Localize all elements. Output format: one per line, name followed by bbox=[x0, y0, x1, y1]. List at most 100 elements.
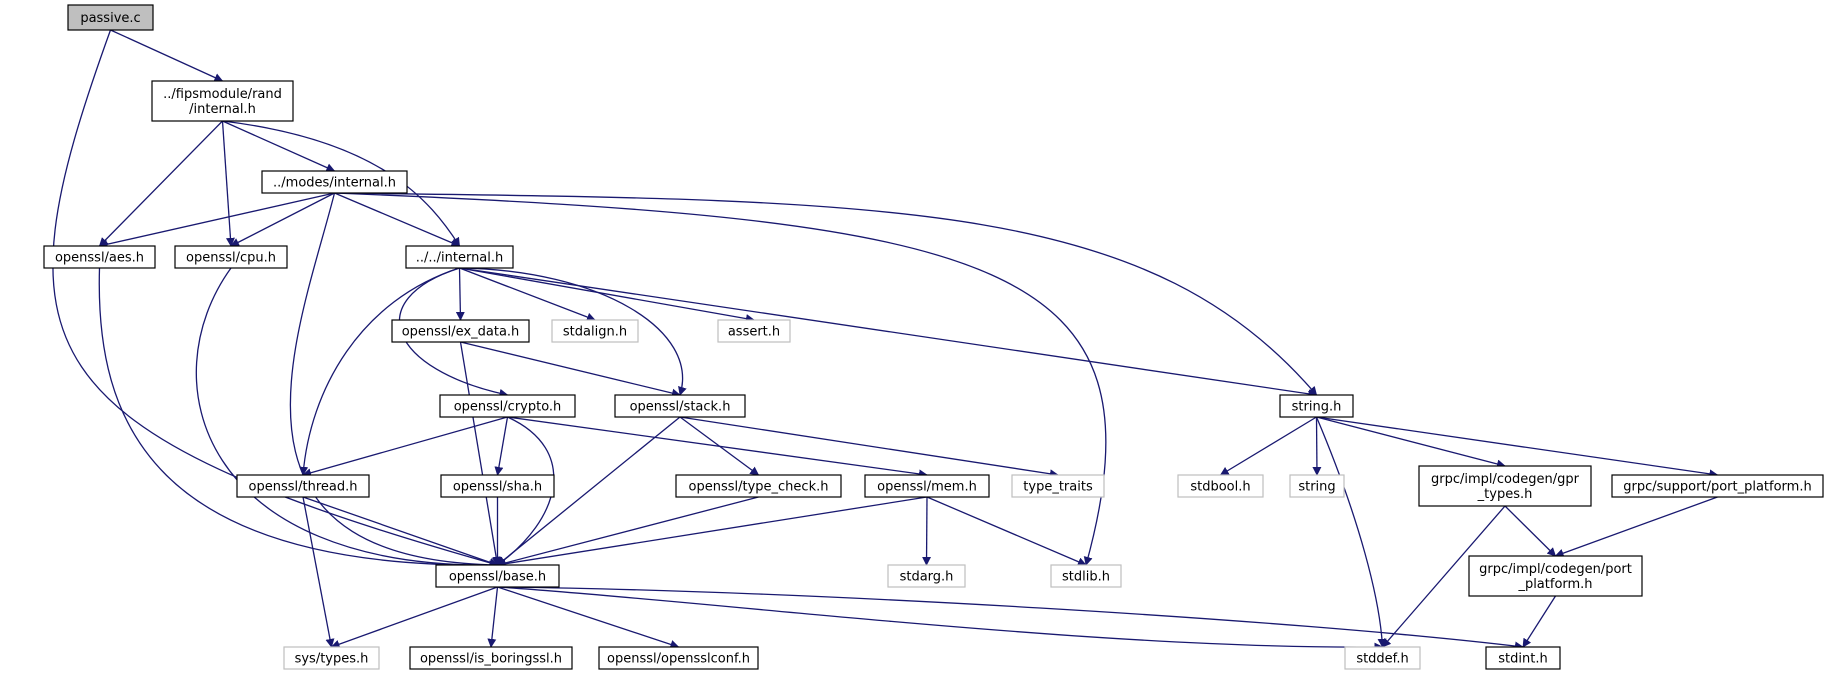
node-label: openssl/base.h bbox=[449, 570, 546, 585]
edge-modes_internal-to-stdlib_h bbox=[334, 192, 1107, 566]
node-box bbox=[435, 564, 560, 588]
edge-modes_internal-to-aes_h bbox=[98, 192, 335, 249]
edge-base_h-to-stdint_h bbox=[497, 586, 1524, 651]
node-ex-data-h[interactable]: openssl/ex_data.h bbox=[391, 319, 530, 343]
edge-base_h-to-is_boringssl_h bbox=[487, 586, 499, 648]
edge-crypto_h-to-mem_h bbox=[507, 416, 928, 479]
node-label: openssl/sha.h bbox=[453, 480, 542, 495]
edge-fips_rand_internal-to-modes_internal bbox=[222, 120, 336, 172]
edge-string_h-to-string bbox=[1312, 416, 1322, 476]
edge-modes_internal-to-string_h bbox=[334, 192, 1318, 396]
node-label: openssl/mem.h bbox=[877, 480, 977, 495]
node-passive-c[interactable]: passive.c bbox=[67, 4, 154, 31]
node-label: stdbool.h bbox=[1190, 480, 1250, 495]
node-box bbox=[864, 474, 990, 498]
edge-port_platform_codegen-to-stdint_h bbox=[1522, 595, 1557, 648]
node-box bbox=[1418, 465, 1592, 507]
edge-crypto_h-to-thread_h bbox=[302, 416, 508, 478]
node-label: stdarg.h bbox=[900, 570, 954, 585]
node-port-platform-codegen[interactable]: grpc/impl/codegen/port_platform.h bbox=[1468, 555, 1643, 597]
node-modes-internal[interactable]: ../modes/internal.h bbox=[261, 170, 408, 194]
node-box bbox=[1011, 474, 1105, 498]
node-string-h[interactable]: string.h bbox=[1279, 394, 1354, 418]
node-box bbox=[614, 394, 746, 418]
node-box bbox=[151, 80, 294, 122]
node-sha-h[interactable]: openssl/sha.h bbox=[440, 474, 555, 498]
node-label: openssl/type_check.h bbox=[689, 480, 829, 495]
node-opensslconf-h[interactable]: openssl/opensslconf.h bbox=[598, 646, 759, 670]
node-type-check-h[interactable]: openssl/type_check.h bbox=[675, 474, 842, 498]
edge-passive_c-to-fips_rand_internal bbox=[110, 29, 224, 82]
edge-string_h-to-stdbool_h bbox=[1219, 416, 1317, 476]
edge-type_check_h-to-base_h bbox=[496, 496, 759, 568]
node-stdarg-h: stdarg.h bbox=[887, 564, 966, 588]
node-label: type_traits bbox=[1023, 480, 1093, 495]
node-label: grpc/impl/codegen/port bbox=[1479, 562, 1632, 577]
node-dotdot-internal[interactable]: ../../internal.h bbox=[405, 245, 514, 269]
node-stddef-h: stddef.h bbox=[1344, 646, 1421, 670]
node-box bbox=[1050, 564, 1122, 588]
edge-string_h-to-stddef_h bbox=[1315, 416, 1387, 648]
node-box bbox=[598, 646, 759, 670]
node-string: string bbox=[1289, 474, 1345, 498]
edge-stack_h-to-type_check_h bbox=[679, 416, 760, 476]
edge-thread_h-to-sys_types_h bbox=[302, 496, 335, 648]
node-stdint-h[interactable]: stdint.h bbox=[1485, 646, 1561, 670]
node-port-platform-support[interactable]: grpc/support/port_platform.h bbox=[1611, 474, 1824, 498]
node-box bbox=[391, 319, 530, 343]
node-label: stdalign.h bbox=[563, 325, 627, 340]
node-label: ../../internal.h bbox=[416, 251, 504, 266]
node-box bbox=[887, 564, 966, 588]
node-box bbox=[1611, 474, 1824, 498]
edges-layer bbox=[52, 29, 1719, 652]
node-label: openssl/stack.h bbox=[630, 400, 731, 415]
node-crypto-h[interactable]: openssl/crypto.h bbox=[439, 394, 576, 418]
edge-dotdot_internal-to-stack_h bbox=[459, 267, 687, 396]
node-fips-rand-internal[interactable]: ../fipsmodule/rand/internal.h bbox=[151, 80, 294, 122]
node-cpu-h[interactable]: openssl/cpu.h bbox=[174, 245, 288, 269]
node-label: openssl/aes.h bbox=[55, 251, 144, 266]
edge-fips_rand_internal-to-cpu_h bbox=[221, 120, 235, 247]
node-label: stdint.h bbox=[1498, 652, 1547, 667]
node-stack-h[interactable]: openssl/stack.h bbox=[614, 394, 746, 418]
node-label: _types.h bbox=[1477, 487, 1533, 502]
node-label: openssl/thread.h bbox=[249, 480, 358, 495]
edge-cpu_h-to-base_h bbox=[195, 267, 499, 570]
edge-mem_h-to-base_h bbox=[496, 496, 928, 569]
node-box bbox=[1279, 394, 1354, 418]
edge-string_h-to-port_platform_support bbox=[1316, 416, 1719, 479]
node-thread-h[interactable]: openssl/thread.h bbox=[236, 474, 370, 498]
node-box bbox=[1177, 474, 1264, 498]
edge-stack_h-to-type_traits bbox=[679, 416, 1059, 479]
edge-ex_data_h-to-base_h bbox=[459, 341, 501, 566]
node-label: passive.c bbox=[80, 11, 140, 26]
edge-fips_rand_internal-to-aes_h bbox=[98, 120, 223, 247]
node-label: assert.h bbox=[728, 325, 780, 340]
node-box bbox=[43, 245, 156, 269]
edge-base_h-to-stddef_h bbox=[497, 586, 1384, 652]
node-is-boringssl-h[interactable]: openssl/is_boringssl.h bbox=[409, 646, 573, 670]
node-gpr-types-h[interactable]: grpc/impl/codegen/gpr_types.h bbox=[1418, 465, 1592, 507]
node-label: /internal.h bbox=[189, 102, 256, 117]
node-mem-h[interactable]: openssl/mem.h bbox=[864, 474, 990, 498]
edge-base_h-to-sys_types_h bbox=[330, 586, 498, 649]
node-box bbox=[405, 245, 514, 269]
edge-gpr_types_h-to-port_platform_codegen bbox=[1504, 505, 1557, 557]
edge-modes_internal-to-dotdot_internal bbox=[334, 192, 461, 247]
node-label: openssl/ex_data.h bbox=[402, 325, 520, 340]
node-box bbox=[174, 245, 288, 269]
edge-crypto_h-to-sha_h bbox=[494, 416, 509, 476]
node-box bbox=[1485, 646, 1561, 670]
node-assert-h: assert.h bbox=[717, 319, 791, 343]
node-box bbox=[1468, 555, 1643, 597]
edge-dotdot_internal-to-thread_h bbox=[299, 267, 460, 476]
node-base-h[interactable]: openssl/base.h bbox=[435, 564, 560, 588]
edge-dotdot_internal-to-string_h bbox=[459, 267, 1318, 399]
node-label: openssl/crypto.h bbox=[454, 400, 562, 415]
node-aes-h[interactable]: openssl/aes.h bbox=[43, 245, 156, 269]
node-label: ../fipsmodule/rand bbox=[163, 87, 282, 102]
node-label: openssl/cpu.h bbox=[186, 251, 276, 266]
edge-stack_h-to-base_h bbox=[496, 416, 681, 566]
edge-modes_internal-to-cpu_h bbox=[230, 192, 335, 247]
